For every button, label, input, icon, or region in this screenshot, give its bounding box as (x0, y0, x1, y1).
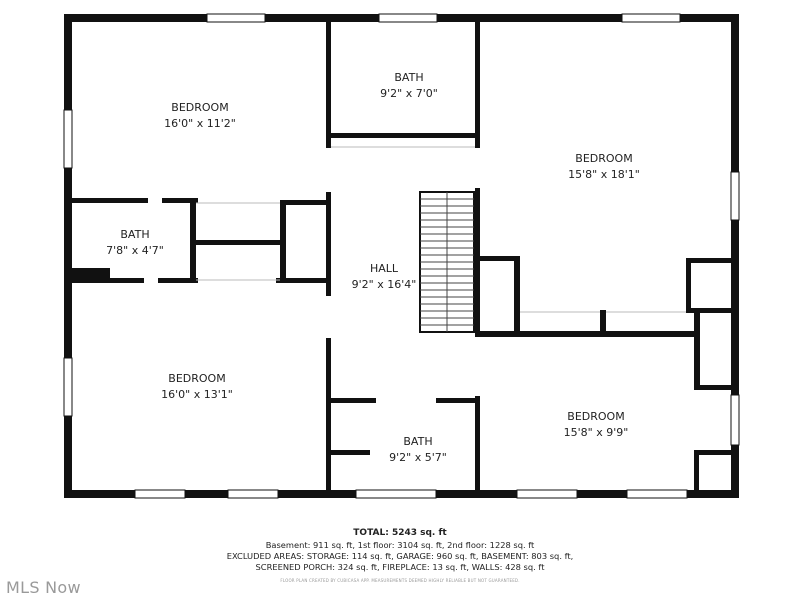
opening-bath-s-door (376, 398, 436, 403)
wall-bath-s-top-b (436, 398, 480, 403)
window-left-2 (63, 357, 73, 417)
room-name-bedroom-nw: BEDROOM (171, 101, 228, 114)
room-name-bath-w: BATH (120, 228, 149, 241)
fireplace-block (64, 268, 110, 283)
room-name-bath-n: BATH (394, 71, 423, 84)
wall-east-closet-top (480, 256, 520, 261)
wall-v-center-left-lower (326, 338, 331, 498)
wall-bath-w-top-b (162, 198, 198, 203)
wall-east-closet-bot (694, 385, 736, 390)
excluded-areas-2: SCREENED PORCH: 324 sq. ft, FIREPLACE: 1… (255, 562, 545, 572)
room-dims-hall: 9'2" x 16'4" (352, 278, 417, 291)
window-right-1 (730, 171, 740, 221)
exterior-wall-left (64, 14, 72, 498)
room-name-bedroom-ne: BEDROOM (575, 152, 632, 165)
wall-east-low-b (694, 450, 699, 495)
room-labels: BEDROOM 16'0" x 11'2" BATH 9'2" x 7'0" B… (106, 71, 640, 464)
wall-bath-w-top-a (64, 198, 148, 203)
wall-v-center-left-mid (326, 192, 331, 296)
wall-east-divider (475, 331, 700, 337)
opening-hall-north (331, 145, 475, 147)
room-name-bedroom-sw: BEDROOM (168, 372, 225, 385)
window-bottom-4 (516, 489, 578, 499)
window-top-1 (206, 13, 266, 23)
wall-closet-top-right (280, 200, 330, 205)
room-dims-bath-w: 7'8" x 4'7" (106, 244, 164, 257)
excluded-areas-1: EXCLUDED AREAS: STORAGE: 114 sq. ft, GAR… (226, 551, 574, 561)
room-dims-bedroom-se: 15'8" x 9'9" (564, 426, 629, 439)
openings (148, 145, 475, 403)
room-name-bath-s: BATH (403, 435, 432, 448)
wall-v-center-right-upper (475, 14, 480, 148)
room-name-hall: HALL (370, 262, 399, 275)
window-top-3 (621, 13, 681, 23)
wall-east-closet-side (514, 256, 520, 332)
wall-east-closet-mid (686, 308, 736, 313)
room-dims-bedroom-nw: 16'0" x 11'2" (164, 117, 236, 130)
wall-v-center-right-lower (475, 396, 480, 498)
floor-areas: Basement: 911 sq. ft, 1st floor: 3104 sq… (265, 540, 535, 550)
room-dims-bath-s: 9'2" x 5'7" (389, 451, 447, 464)
room-name-bedroom-se: BEDROOM (567, 410, 624, 423)
wall-closet-right (280, 200, 286, 282)
windows (63, 13, 740, 499)
mls-now-watermark: MLS Now (6, 578, 81, 597)
window-right-2 (730, 394, 740, 446)
window-bottom-5 (626, 489, 688, 499)
window-bottom-1 (134, 489, 186, 499)
window-bottom-2 (227, 489, 279, 499)
staircase (419, 191, 475, 333)
wall-closet-bottom-right (276, 278, 330, 283)
window-left-1 (63, 109, 73, 169)
wall-bath-w-right (190, 198, 196, 282)
wall-bath-s-top-a (326, 398, 376, 403)
wall-bath-s-inner (326, 450, 370, 455)
room-dims-bedroom-ne: 15'8" x 18'1" (568, 168, 640, 181)
disclaimer: FLOOR PLAN CREATED BY CUBICASA APP. MEAS… (280, 578, 520, 583)
wall-v-center-right-mid (475, 188, 480, 336)
total-area: TOTAL: 5243 sq. ft (353, 528, 447, 538)
wall-bath-w-bottom-b (158, 278, 198, 283)
room-dims-bath-n: 9'2" x 7'0" (380, 87, 438, 100)
window-top-2 (378, 13, 438, 23)
wall-east-closet-top-r (686, 258, 691, 308)
thin-walls (196, 146, 686, 313)
wall-east-low-a (694, 450, 736, 455)
wall-east-top-right (686, 258, 736, 263)
wall-bath-n-bottom (326, 133, 480, 138)
opening-bath-w-door (148, 198, 162, 203)
wall-v-center-left-upper (326, 14, 331, 148)
exterior-wall-right (731, 14, 739, 498)
wall-east-stub (600, 310, 606, 336)
wall-east-closet-v (694, 310, 700, 390)
room-dims-bedroom-sw: 16'0" x 13'1" (161, 388, 233, 401)
wall-closet-mid (196, 240, 286, 245)
floor-plan: BEDROOM 16'0" x 11'2" BATH 9'2" x 7'0" B… (63, 13, 740, 499)
window-bottom-3 (355, 489, 437, 499)
